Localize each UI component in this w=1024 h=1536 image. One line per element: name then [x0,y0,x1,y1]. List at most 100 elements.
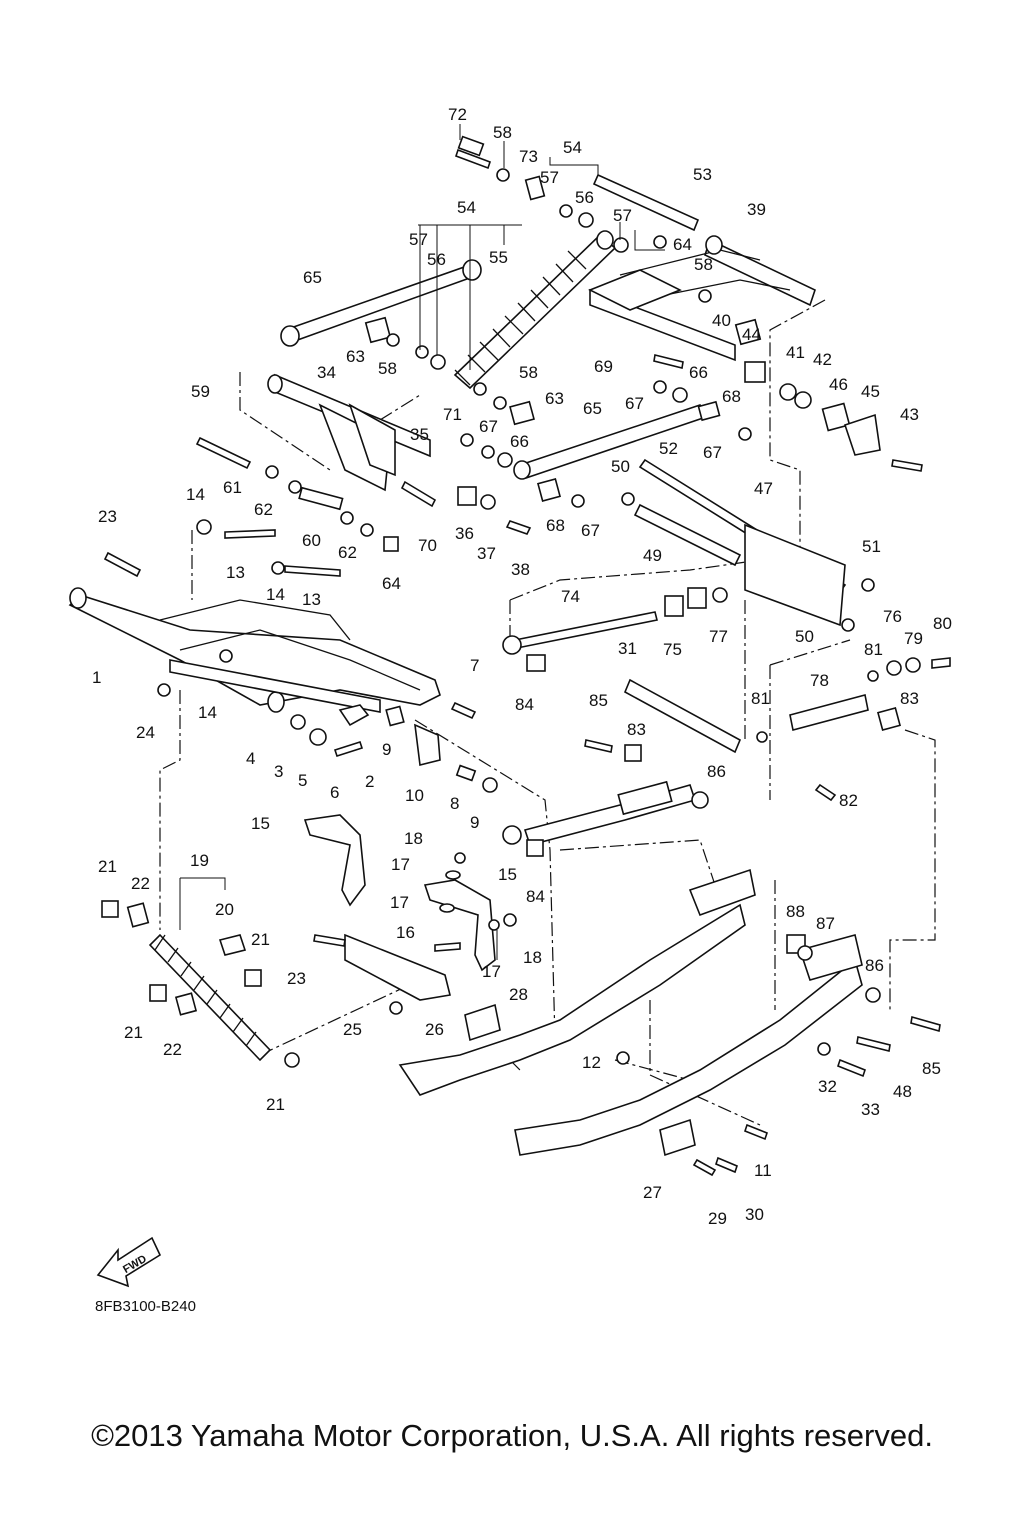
callout-54: 54 [563,138,582,157]
callout-9: 9 [382,740,391,759]
leader-lines [179,124,665,960]
callout-86: 86 [865,956,884,975]
callout-68: 68 [722,387,741,406]
callout-21: 21 [98,857,117,876]
callout-40: 40 [712,311,731,330]
callout-10: 10 [405,786,424,805]
callout-62: 62 [254,500,273,519]
callout-16: 16 [396,923,415,942]
strap-part-15-lower [423,879,496,972]
callout-61: 61 [223,478,242,497]
callout-62: 62 [338,543,357,562]
callout-8: 8 [450,794,459,813]
ski-left [398,868,756,1096]
callout-57: 57 [540,168,559,187]
callout-63: 63 [346,347,365,366]
callout-67: 67 [703,443,722,462]
callout-77: 77 [709,627,728,646]
callout-12: 12 [582,1053,601,1072]
frame-lines [159,299,936,1126]
callout-58: 58 [694,255,713,274]
callout-75: 75 [663,640,682,659]
callout-84: 84 [526,887,545,906]
callout-59: 59 [191,382,210,401]
callout-83: 83 [900,689,919,708]
callout-70: 70 [418,536,437,555]
callout-14: 14 [198,703,217,722]
callout-26: 26 [425,1020,444,1039]
callout-24: 24 [136,723,155,742]
callout-78: 78 [810,671,829,690]
callout-22: 22 [163,1040,182,1059]
callout-20: 20 [215,900,234,919]
callout-11: 11 [754,1161,772,1180]
callout-6: 6 [330,783,339,802]
shaft-part-31 [623,678,742,754]
callout-17: 17 [390,893,409,912]
callout-58: 58 [493,123,512,142]
callout-27: 27 [643,1183,662,1202]
callout-36: 36 [455,524,474,543]
copyright-notice: ©2013 Yamaha Motor Corporation, U.S.A. A… [91,1418,933,1453]
callout-71: 71 [443,405,462,424]
callout-57: 57 [409,230,428,249]
callout-14: 14 [266,585,285,604]
callout-58: 58 [378,359,397,378]
callout-19: 19 [190,851,209,870]
callout-13: 13 [302,590,321,609]
callout-51: 51 [862,537,881,556]
callout-15: 15 [251,814,270,833]
rod-part-49 [633,503,742,567]
bracket-part-47 [744,523,846,627]
shaft-part-4 [169,659,381,713]
callout-1: 1 [92,668,101,687]
callout-49: 49 [643,546,662,565]
callout-13: 13 [226,563,245,582]
callout-14: 14 [186,485,205,504]
callout-55: 55 [489,248,508,267]
front-spring-part-19 [148,933,272,1062]
callout-2: 2 [365,772,374,791]
callout-65: 65 [583,399,602,418]
callout-86: 86 [707,762,726,781]
callout-38: 38 [511,560,530,579]
callout-21: 21 [251,930,270,949]
callout-64: 64 [673,235,692,254]
callout-22: 22 [131,874,150,893]
callout-85: 85 [589,691,608,710]
callout-34: 34 [317,363,336,382]
bracket-part-28 [464,1003,501,1042]
fwd-arrow-icon: FWD [96,1236,162,1288]
callout-81: 81 [751,689,770,708]
parts: FWD [68,135,951,1288]
callout-43: 43 [900,405,919,424]
adjuster-rod-part-74 [502,611,658,655]
callout-5: 5 [298,771,307,790]
callout-48: 48 [893,1082,912,1101]
callout-18: 18 [523,948,542,967]
callout-88: 88 [786,902,805,921]
callout-64: 64 [382,574,401,593]
callout-39: 39 [747,200,766,219]
callout-23: 23 [98,507,117,526]
callout-50: 50 [611,457,630,476]
link-rod-part-65-upper [280,259,482,347]
callout-79: 79 [904,629,923,648]
callout-46: 46 [829,375,848,394]
callout-87: 87 [816,914,835,933]
shaft-part-78 [789,694,869,731]
callout-54: 54 [457,198,476,217]
callout-44: 44 [742,325,761,344]
callout-50: 50 [795,627,814,646]
callout-21: 21 [266,1095,285,1114]
callout-73: 73 [519,147,538,166]
callout-29: 29 [708,1209,727,1228]
callout-56: 56 [427,250,446,269]
callout-67: 67 [479,417,498,436]
callout-41: 41 [786,343,805,362]
diagram-code: 8FB3100-B240 [95,1298,196,1315]
callout-32: 32 [818,1077,837,1096]
callout-45: 45 [861,382,880,401]
callout-57: 57 [613,206,632,225]
